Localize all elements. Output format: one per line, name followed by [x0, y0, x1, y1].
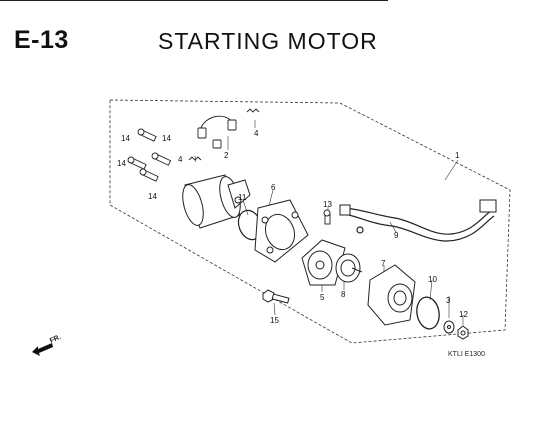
assembly-boundary	[109, 99, 511, 344]
callout-14a: 14	[121, 134, 130, 143]
callout-10: 10	[428, 275, 437, 284]
callout-1: 1	[455, 151, 460, 160]
callout-6: 6	[271, 183, 276, 192]
bolt-15	[262, 289, 290, 304]
callout-14b: 14	[162, 134, 171, 143]
washer-3	[443, 320, 455, 334]
callout-15: 15	[270, 316, 279, 325]
front-direction-label: FR.	[49, 334, 62, 345]
callout-8: 8	[341, 290, 346, 299]
motor-yoke-6	[182, 174, 251, 229]
callout-4: 4	[254, 129, 259, 138]
starter-cover-7	[367, 264, 416, 326]
reduction-gear-8	[335, 253, 363, 283]
callout-7: 7	[381, 259, 386, 268]
front-direction-arrow: FR.	[32, 334, 62, 356]
callout-13: 13	[323, 200, 332, 209]
bolt-cluster-14	[127, 128, 172, 182]
o-ring-10	[416, 296, 440, 330]
callout-12: 12	[459, 310, 468, 319]
brush-set-2	[188, 108, 260, 161]
callout-14c: 14	[117, 159, 126, 168]
nut-12	[457, 325, 469, 340]
callout-3: 3	[446, 296, 451, 305]
callout-2: 2	[224, 151, 229, 160]
section-code: E-13	[14, 26, 69, 54]
end-cover-housing	[254, 199, 309, 263]
wire-harness-9	[339, 199, 497, 242]
callout-11: 11	[238, 193, 247, 202]
gear-housing-5	[301, 239, 346, 286]
callout-4b: 4	[178, 155, 183, 164]
callout-5: 5	[320, 293, 325, 302]
page-title: STARTING MOTOR	[158, 28, 378, 54]
bolt-13	[323, 209, 331, 225]
callout-9: 9	[394, 231, 399, 240]
drawing-code: KTLI E1300	[448, 351, 485, 358]
callout-14d: 14	[148, 192, 157, 201]
header-rule	[0, 0, 388, 1]
